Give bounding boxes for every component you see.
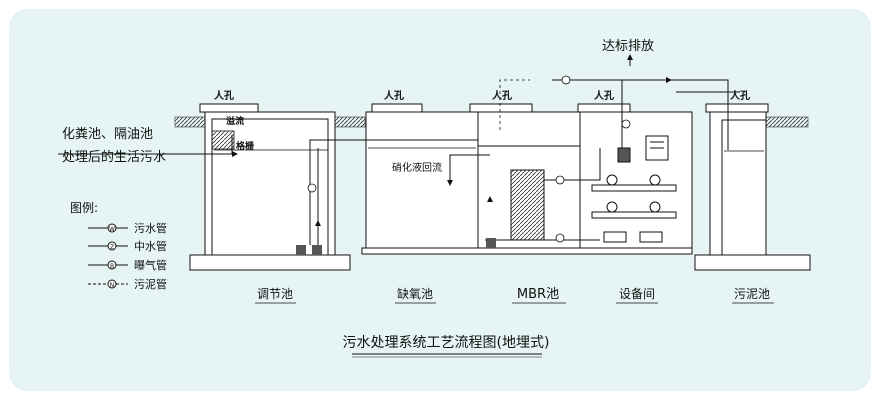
equipment-room — [577, 103, 693, 249]
mbr-tank — [469, 103, 581, 249]
flow-arrows — [232, 54, 672, 226]
legend: 图例: W 污水管 Z 中水管 B 曝气管 N 污泥管 — [70, 201, 167, 291]
manhole-label-mbr: 人孔 — [492, 89, 512, 102]
anoxic-tank — [365, 103, 479, 249]
inflow-label-line1: 化粪池、隔油池 — [62, 127, 153, 142]
screen-box — [211, 130, 235, 150]
base-slab — [361, 247, 693, 255]
legend-item: Z 中水管 — [88, 239, 167, 253]
legend-label: 污水管 — [134, 221, 167, 235]
tank-label-mbr: MBR池 — [517, 287, 559, 302]
legend-symbol: W — [109, 226, 115, 233]
legend-symbol: Z — [110, 244, 114, 251]
legend-item: B 曝气管 — [88, 258, 167, 272]
screen-label: 格栅 — [236, 140, 254, 152]
sludge-return-line — [499, 79, 530, 130]
tank-label-adjust: 调节池 — [257, 287, 293, 301]
legend-label: 污泥管 — [134, 277, 167, 291]
legend-item: W 污水管 — [88, 221, 167, 235]
manhole-label-equipment: 人孔 — [594, 89, 614, 102]
nitrate-return-label: 硝化液回流 — [392, 161, 442, 174]
legend-symbol: B — [110, 263, 114, 270]
adjust-tank — [189, 103, 351, 271]
tank-label-sludge: 污泥池 — [734, 287, 770, 301]
legend-item: N 污泥管 — [88, 277, 167, 291]
discharge-label: 达标排放 — [602, 39, 654, 54]
sludge-tank — [694, 103, 811, 271]
tank-label-anoxic: 缺氧池 — [397, 286, 433, 301]
legend-title: 图例: — [70, 201, 98, 215]
pipe-markers — [307, 75, 631, 243]
water-levels — [214, 147, 764, 152]
inflow-label-line2: 处理后的生活污水 — [62, 149, 166, 165]
manhole-label-adjust: 人孔 — [214, 89, 234, 102]
diagram-title: 污水处理系统工艺流程图(地埋式) — [343, 335, 550, 351]
submersible-pumps — [296, 238, 496, 255]
legend-label: 中水管 — [134, 239, 167, 253]
legend-label: 曝气管 — [134, 258, 167, 272]
manhole-label-anoxic: 人孔 — [384, 89, 404, 102]
manhole-label-sludge: 人孔 — [730, 89, 750, 102]
legend-symbol: N — [110, 282, 115, 289]
tank-label-equipment: 设备间 — [619, 287, 655, 301]
overflow-label: 溢流 — [226, 115, 244, 127]
